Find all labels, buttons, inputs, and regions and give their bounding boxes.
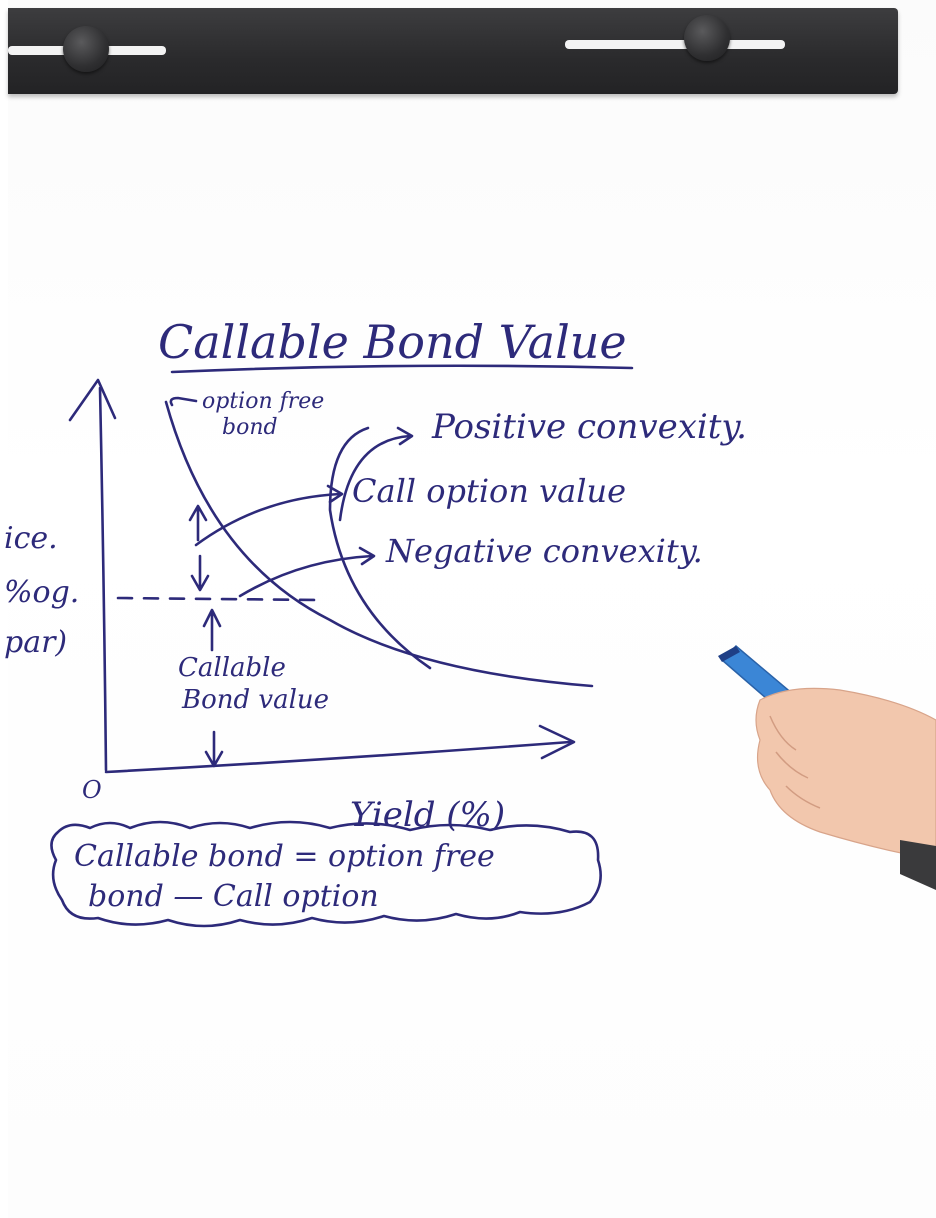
note-line2: bond — Call option [88,879,379,914]
board-top-rail [8,8,898,94]
rail-knob-right[interactable] [684,15,730,61]
arrow-to-call-option-value [194,492,342,547]
y-axis-arrowhead [68,378,117,422]
call-value-up-arrow [188,504,208,542]
callable-value-down-arrow [204,730,224,768]
arrow-to-positive-convexity [338,434,412,522]
label-y-axis-line3: par) [4,625,67,660]
x-axis-arrowhead [538,724,576,760]
label-negative-convexity: Negative convexity. [385,532,703,570]
note-line1: Callable bond = option free [74,839,495,874]
rail-knob-left[interactable] [63,26,109,72]
label-origin: O [82,776,102,804]
label-option-free-line2: bond [222,415,278,440]
arrow-to-negative-convexity [238,554,374,598]
y-axis [98,386,108,772]
rail-slot-right [565,40,785,49]
callable-value-up-arrow [202,608,222,652]
note-wavy-border [50,820,602,928]
label-y-axis-line2: %og. [4,575,79,610]
x-axis [104,740,572,774]
option-free-bond-curve [164,400,594,688]
label-option-free-line1: option free [202,389,324,414]
label-y-axis-line1: ice. [4,521,58,556]
presenter-hand [755,687,936,890]
call-value-down-arrow [190,554,210,592]
price-dashed-line [116,596,322,602]
whiteboard [8,0,936,1218]
page-title: Callable Bond Value [158,315,627,369]
label-call-option-value: Call option value [352,472,626,510]
arrow-to-option-free [169,396,198,407]
title-underline [170,364,634,374]
label-positive-convexity: Positive convexity. [431,407,747,447]
label-callable-line1: Callable [178,653,286,683]
label-x-axis: Yield (%) [350,795,505,835]
label-callable-line2: Bond value [181,685,329,715]
